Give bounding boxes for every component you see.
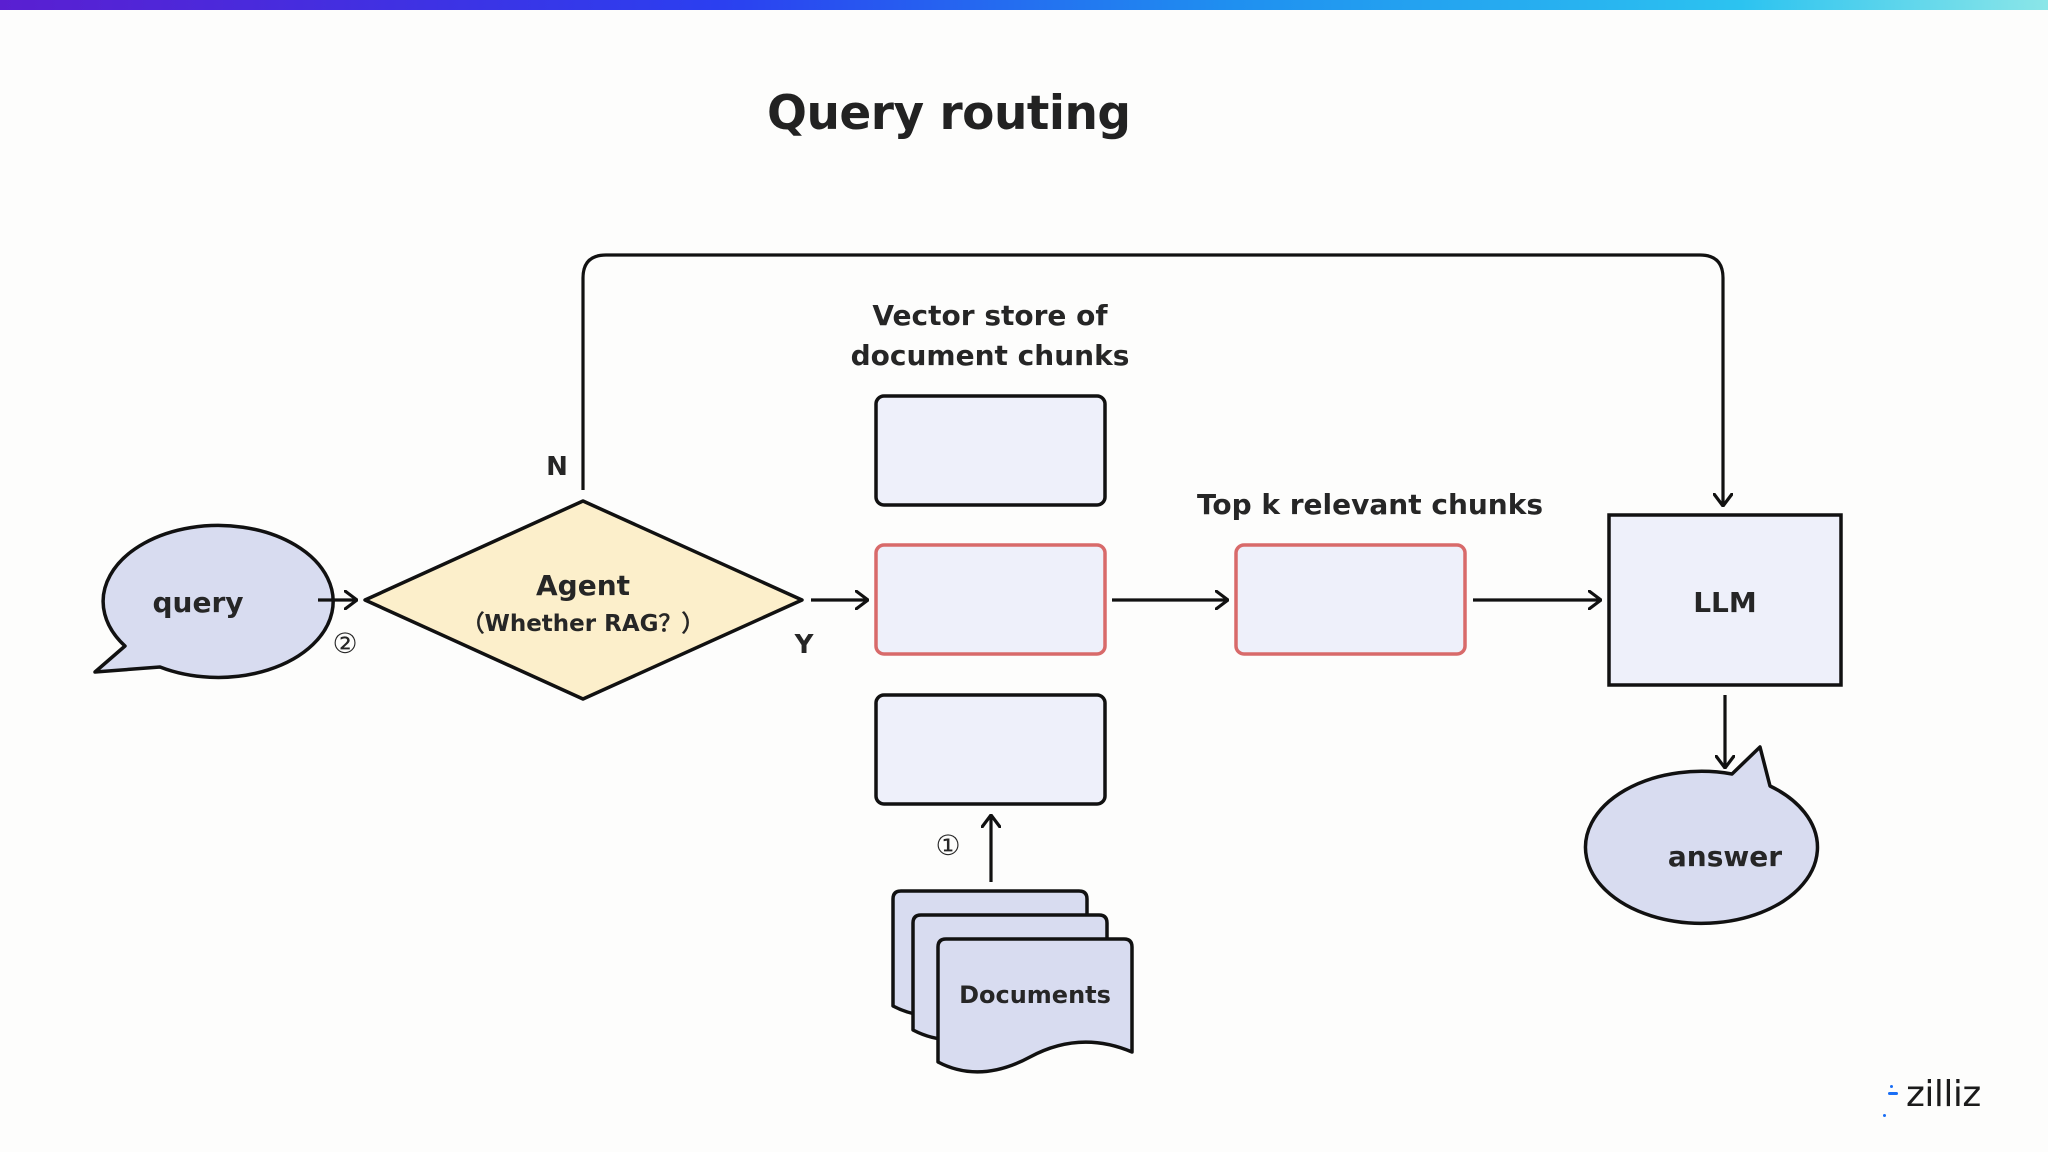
step-2-marker: ② (332, 627, 357, 660)
answer-bubble (1583, 745, 1820, 926)
documents-stack: Documents (891, 889, 1134, 1074)
document-sheet-front (936, 937, 1134, 1074)
zilliz-logo: zilliz (1880, 1070, 1981, 1120)
query-label: query (152, 586, 243, 619)
top-k-label: Top k relevant chunks (1197, 488, 1543, 521)
vector-store-label-line2: document chunks (851, 339, 1130, 372)
top-k-chunk (1234, 543, 1467, 656)
vector-store-label-line1: Vector store of (872, 299, 1108, 332)
no-branch-label: N (546, 452, 568, 482)
agent-sub-label: （Whether RAG？） (461, 610, 704, 637)
zilliz-logo-mark-icon (1880, 1070, 1906, 1120)
top-gradient-bar (0, 0, 2048, 10)
step-1-marker: ① (935, 829, 960, 862)
vector-chunk-bottom (874, 693, 1107, 806)
zilliz-logo-text: zilliz (1906, 1074, 1981, 1115)
edge-agent-to-llm-no (581, 253, 1723, 506)
agent-label: Agent (536, 569, 630, 602)
llm-box (1607, 513, 1843, 687)
documents-label: Documents (959, 981, 1111, 1009)
query-bubble (93, 523, 335, 680)
agent-decision-diamond (363, 499, 804, 701)
answer-label: answer (1668, 840, 1782, 873)
llm-label: LLM (1693, 586, 1757, 619)
page-title: Query routing (767, 86, 1131, 141)
vector-chunk-selected (874, 543, 1107, 656)
yes-branch-label: Y (794, 630, 815, 660)
vector-chunk-top (874, 394, 1107, 507)
